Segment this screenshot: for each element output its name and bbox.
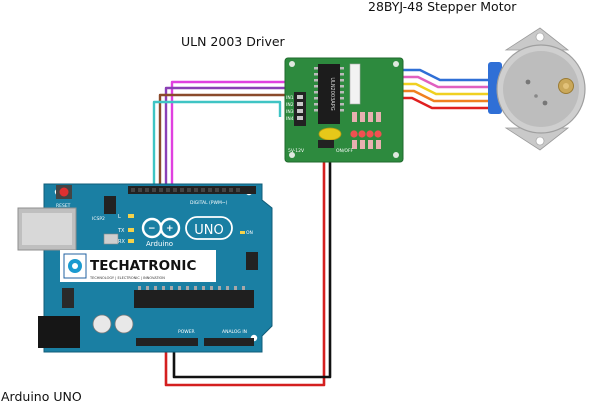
svg-text:−: − <box>148 224 156 234</box>
wire-red-power <box>164 145 326 387</box>
digital-label: DIGITAL (PWM~) <box>190 200 228 206</box>
capacitor <box>92 314 112 334</box>
driver-mount-hole <box>393 152 399 158</box>
driver-led-array <box>350 112 382 149</box>
power-wires <box>164 145 332 387</box>
techatronic-title: TECHATRONIC <box>90 258 196 274</box>
wire-black-ground <box>172 145 332 379</box>
arduino-logo: − + Arduino UNO <box>141 216 233 248</box>
driver-input-label: IN4 <box>286 116 294 122</box>
driver-mount-hole <box>289 61 295 67</box>
analog-label: ANALOG IN <box>222 329 247 335</box>
led-rx-label: RX <box>118 239 125 245</box>
board-caption: Arduino UNO <box>1 389 82 404</box>
driver-caption: ULN 2003 Driver <box>181 34 285 49</box>
led-l-label: L <box>118 214 121 220</box>
driver-input-label: IN1 <box>286 95 294 101</box>
on-led-label: ON <box>246 230 253 236</box>
motor-screw <box>542 100 548 106</box>
icsp2-label: ICSP2 <box>92 216 105 222</box>
atmega-chip <box>134 290 254 308</box>
driver-input-label: IN2 <box>286 102 294 108</box>
driver-power-label: 5V-12V <box>288 148 305 154</box>
analog-header <box>204 338 254 346</box>
icsp-header <box>246 252 258 270</box>
wire-purple <box>164 86 294 190</box>
chip-pins <box>314 67 344 112</box>
techatronic-tagline: TECHNOLOGY | ELECTRONIC | INNOVATION <box>89 276 165 280</box>
uln2003-driver: IN1 IN2 IN3 IN4 ULN2003APG <box>284 57 404 163</box>
icsp2-header <box>104 196 116 214</box>
arduino-brand: Arduino <box>146 240 173 248</box>
wire-cyan <box>152 100 282 190</box>
wire-brown <box>158 93 288 190</box>
driver-motor-connector <box>349 63 361 105</box>
uln2003-chip <box>318 64 340 124</box>
crystal <box>103 233 119 245</box>
wire-magenta <box>170 80 300 190</box>
driver-mount-hole <box>289 152 295 158</box>
power-jack <box>38 316 80 348</box>
chip-marking: ULN2003APG <box>329 77 335 110</box>
voltage-regulator <box>62 288 74 308</box>
motor-screw <box>525 79 531 85</box>
arduino-model: UNO <box>194 223 223 238</box>
power-label: POWER <box>178 329 195 335</box>
driver-jumper-label: ON/OFF <box>336 148 354 154</box>
led-tx-label: TX <box>117 228 125 234</box>
driver-power-header <box>318 140 334 148</box>
driver-mount-hole <box>393 61 399 67</box>
motor-screw <box>534 94 538 98</box>
motor-face <box>503 51 579 127</box>
arduino-uno: RESET ICSP2 DIGITAL (PWM~) L TX RX <box>17 183 273 353</box>
signal-wires <box>152 80 300 190</box>
svg-text:+: + <box>166 224 174 234</box>
stepper-motor <box>488 27 586 151</box>
driver-input-label: IN3 <box>286 109 294 115</box>
motor-caption: 28BYJ-48 Stepper Motor <box>368 0 517 14</box>
digital-header <box>128 186 256 194</box>
capacitor <box>114 314 134 334</box>
reset-label: RESET <box>56 203 71 209</box>
power-header <box>136 338 198 346</box>
driver-capacitor <box>318 127 342 141</box>
techatronic-logo: TECHATRONIC TECHNOLOGY | ELECTRONIC | IN… <box>60 250 216 282</box>
